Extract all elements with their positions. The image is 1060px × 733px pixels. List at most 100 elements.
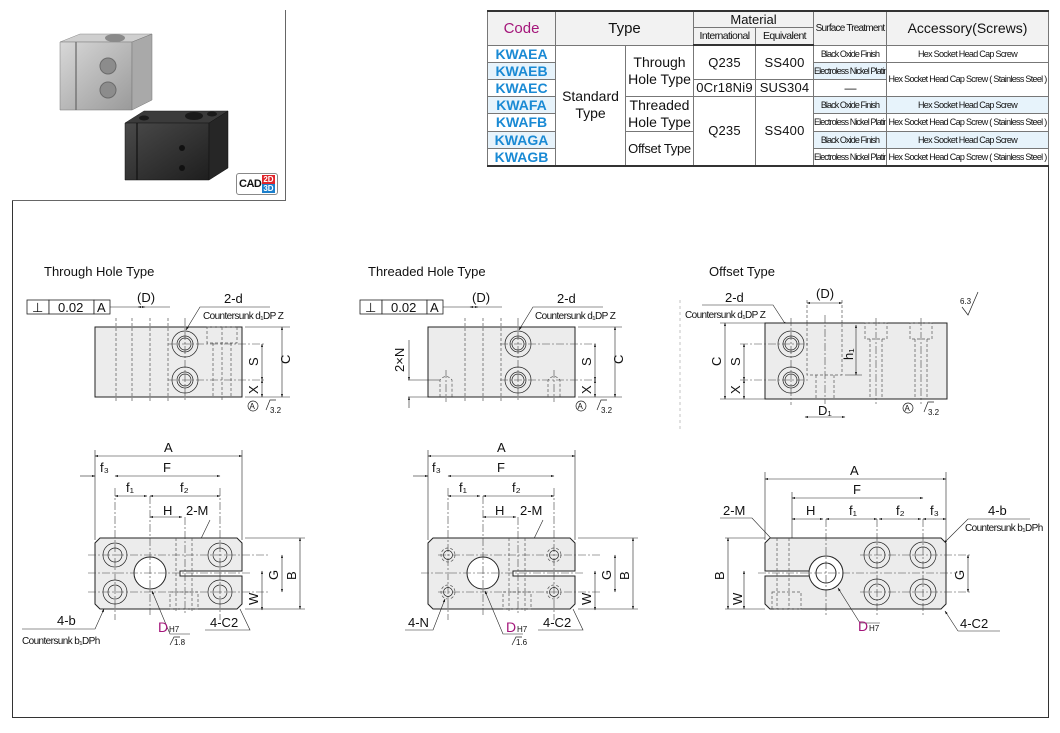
header-international: International — [693, 27, 756, 46]
roughness-general: 6.3 — [960, 297, 972, 306]
dim-D-paren: (D) — [137, 290, 155, 305]
header-code: Code — [487, 10, 556, 46]
code-cell[interactable]: KWAEC — [487, 78, 556, 97]
threaded-hole-title: Threaded Hole Type — [368, 264, 486, 279]
page-frame — [12, 10, 1049, 718]
roughness-value: 3.2 — [928, 408, 940, 417]
datum-label: A — [97, 300, 106, 315]
header-equivalent: Equivalent — [755, 27, 814, 46]
dim-f1: f₁ — [459, 480, 468, 495]
callout-4C2: 4-C2 — [960, 616, 988, 631]
material-international: 0Cr18Ni9 — [693, 78, 756, 97]
dim-C: C — [278, 355, 293, 364]
roughness-value: 3.2 — [601, 406, 613, 415]
hole-callout-sub: Countersunk d₁DP Z — [685, 310, 766, 321]
perpendicularity-icon: ⊥ — [365, 300, 376, 315]
dim-H: H — [806, 503, 815, 518]
datum-A-circle: A — [250, 402, 256, 411]
dim-X: X — [579, 385, 594, 394]
through-hole-title: Through Hole Type — [44, 264, 155, 279]
header-type: Type — [555, 10, 694, 46]
callout-D: D — [158, 619, 168, 635]
dim-A: A — [497, 440, 506, 455]
callout-4b: 4-b — [988, 503, 1007, 518]
dim-2M: 2-M — [186, 503, 208, 518]
dim-F: F — [497, 460, 505, 475]
dim-S: S — [579, 357, 594, 366]
roughness-bore: 1.6 — [516, 638, 528, 647]
dim-f3: f₃ — [432, 460, 441, 475]
accessory-cell: Hex Socket Head Cap Screw — [886, 95, 1049, 114]
accessory-cell: Hex Socket Head Cap Screw — [886, 130, 1049, 149]
dim-D-paren: (D) — [816, 286, 834, 301]
dim-C: C — [709, 357, 724, 366]
roughness-bore: 1.8 — [174, 638, 186, 647]
accessory-cell: Hex Socket Head Cap Screw ( Stainless St… — [886, 147, 1049, 166]
header-material: Material — [693, 10, 814, 28]
surface-cell: — — [813, 78, 887, 97]
callout-H7: H7 — [869, 624, 880, 633]
dim-W: W — [246, 592, 261, 605]
table-row: KWAGB Electroless Nickel Plating Hex Soc… — [487, 147, 1049, 166]
through-top-view: A F f₃ f₁ f₂ H 2-M B G — [22, 440, 305, 647]
product-photo — [59, 33, 229, 181]
threaded-top-view: A F f₃ f₁ f₂ H 2-M B G — [405, 440, 638, 647]
callout-4N: 4-N — [408, 615, 429, 630]
dim-G: G — [266, 570, 281, 580]
dim-X: X — [728, 385, 743, 394]
dim-A: A — [164, 440, 173, 455]
tolerance-value: 0.02 — [58, 300, 83, 315]
code-cell[interactable]: KWAFB — [487, 113, 556, 132]
dim-f1: f₁ — [126, 480, 135, 495]
dim-G: G — [952, 570, 967, 580]
dim-H: H — [163, 503, 172, 518]
dim-B: B — [617, 571, 632, 580]
dim-W: W — [730, 592, 745, 605]
dim-S: S — [728, 357, 743, 366]
dim-G: G — [599, 570, 614, 580]
product-photo-box — [12, 10, 286, 201]
table-row: KWAEC 0Cr18Ni9 SUS304 — — [487, 78, 1049, 97]
cad-2d-3d-badge[interactable]: CAD 2D 3D — [236, 173, 278, 195]
dim-B: B — [284, 571, 299, 580]
code-cell[interactable]: KWAFA — [487, 95, 556, 114]
spec-table: Code Type Material Surface Treatment Acc… — [487, 10, 1049, 167]
type-threaded-hole: Threaded Hole Type — [625, 95, 694, 132]
dim-X: X — [246, 385, 261, 394]
material-equivalent: SUS304 — [755, 78, 814, 97]
black-block — [124, 110, 229, 181]
dim-A: A — [850, 463, 859, 478]
offset-front-view: 2-d Countersunk d₁DP Z (D) h₁ C S — [679, 286, 979, 430]
callout-4b: 4-b — [57, 613, 76, 628]
code-cell[interactable]: KWAGA — [487, 130, 556, 149]
dim-H: H — [495, 503, 504, 518]
callout-H7: H7 — [517, 625, 528, 634]
cad-2d-label: 2D — [262, 175, 275, 184]
hole-callout: 2-d — [557, 291, 576, 306]
header-accessory: Accessory(Screws) — [886, 10, 1049, 46]
dim-f2: f₂ — [896, 503, 905, 518]
dim-f1: f₁ — [849, 503, 858, 518]
dim-f3: f₃ — [930, 503, 939, 518]
tolerance-value: 0.02 — [391, 300, 416, 315]
datum-A-circle: A — [578, 402, 584, 411]
surface-cell: Electroless Nickel Plating — [813, 61, 887, 80]
dim-f3: f₃ — [100, 460, 109, 475]
dim-h1: h₁ — [841, 348, 856, 360]
accessory-cell: Hex Socket Head Cap Screw ( Stainless St… — [886, 61, 1049, 97]
dim-F: F — [163, 460, 171, 475]
dim-2M: 2-M — [520, 503, 542, 518]
dim-W: W — [579, 592, 594, 605]
code-cell[interactable]: KWAGB — [487, 147, 556, 166]
surface-cell: Black Oxide Finish — [813, 130, 887, 149]
callout-4b-sub: Countersunk b₁DPh — [22, 636, 100, 647]
standard-type-cell: Standard Type — [555, 44, 626, 166]
dim-F: F — [853, 482, 861, 497]
callout-H7: H7 — [169, 625, 180, 634]
dim-f2: f₂ — [180, 480, 189, 495]
cad-3d-label: 3D — [262, 184, 275, 193]
callout-D: D — [858, 618, 868, 634]
callout-D: D — [506, 619, 516, 635]
dim-C: C — [611, 355, 626, 364]
